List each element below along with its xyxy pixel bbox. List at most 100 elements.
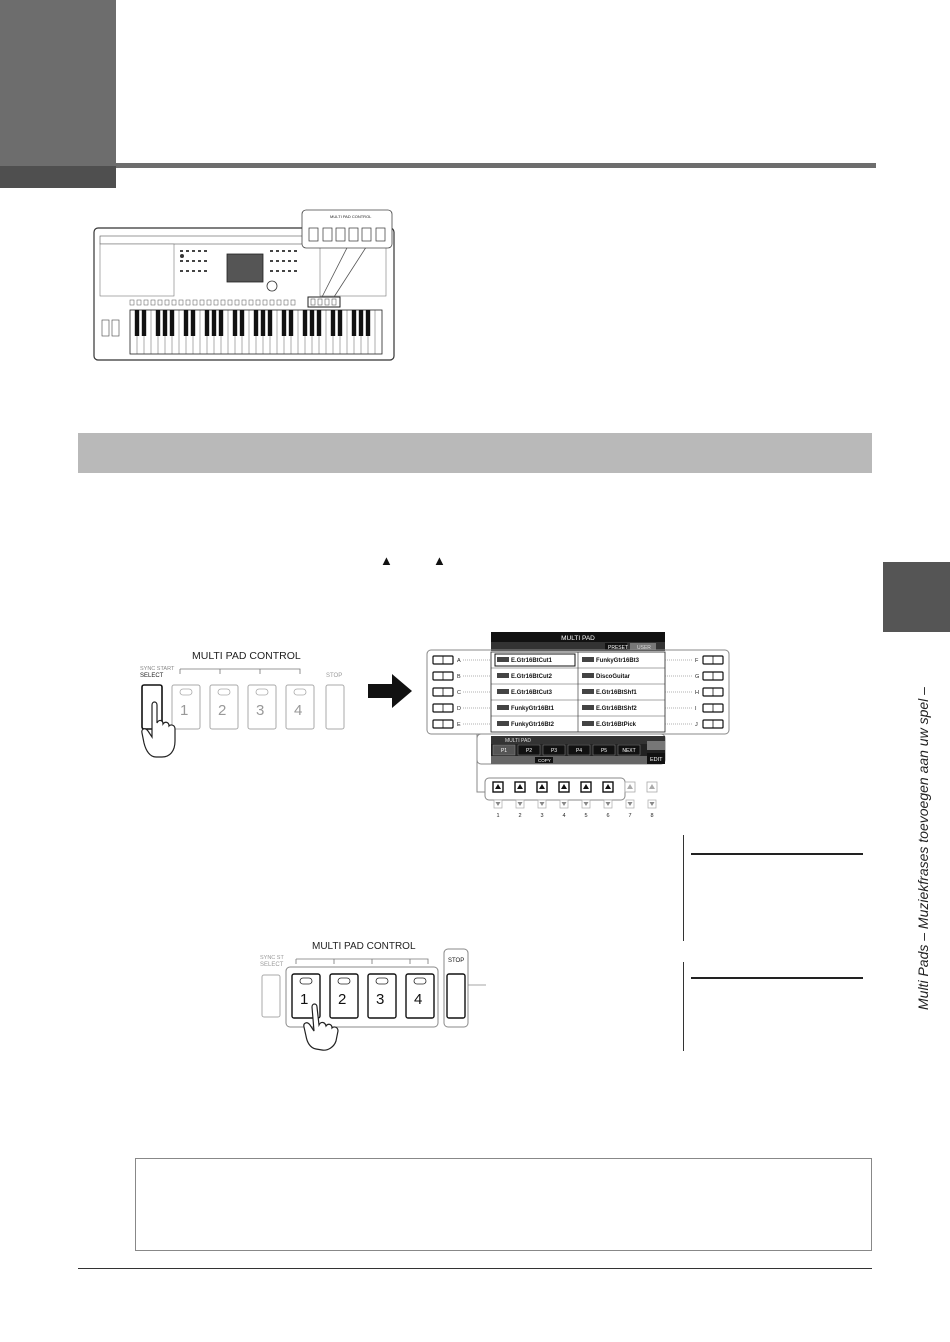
copy-label: COPY <box>538 758 551 763</box>
header-rule <box>116 163 876 168</box>
svg-text:4: 4 <box>294 702 302 719</box>
lcd-file-left-4[interactable]: FunkyGtr16Bt1 <box>497 705 555 712</box>
select-button[interactable] <box>261 974 281 1018</box>
lcd-page-tab-p4[interactable]: P4 <box>567 744 591 756</box>
lcd-letter-label: F <box>695 658 699 664</box>
lcd-bottom-button-2[interactable] <box>514 781 526 809</box>
svg-text:DiscoGuitar: DiscoGuitar <box>596 674 631 680</box>
edit-button[interactable] <box>647 753 665 764</box>
lcd-file-right-2[interactable]: DiscoGuitar <box>582 673 631 680</box>
lcd-bottom-button-1[interactable] <box>492 781 504 809</box>
svg-text:P2: P2 <box>526 748 532 754</box>
lcd-letter-label: H <box>695 690 699 696</box>
pad-4-button[interactable]: 4 <box>405 973 435 1019</box>
lcd-bottom-number: 1 <box>496 813 499 819</box>
lcd-bottom-button-3[interactable] <box>536 781 548 809</box>
svg-text:FunkyGtr16Bt3: FunkyGtr16Bt3 <box>596 658 640 664</box>
select-label: SELECT <box>140 673 164 679</box>
svg-text:P1: P1 <box>501 748 507 754</box>
lcd-file-right-1[interactable]: FunkyGtr16Bt3 <box>582 657 640 664</box>
note-rule <box>691 853 863 855</box>
lcd-letter-label: I <box>695 706 697 712</box>
lcd-file-right-4[interactable]: E.Gtr16BtShf2 <box>582 705 637 712</box>
lcd-bottom-button-5[interactable] <box>580 781 592 809</box>
lcd-page-tab-next[interactable]: NEXT <box>617 744 641 756</box>
lcd-letter-label: J <box>695 722 698 728</box>
svg-text:E.Gtr16BtCut3: E.Gtr16BtCut3 <box>511 690 553 696</box>
multi-pad-panel-select: MULTI PAD CONTROL SYNC START SELECT 1 2 … <box>140 650 345 758</box>
stop-button[interactable] <box>446 973 466 1019</box>
stop-button[interactable] <box>325 684 345 730</box>
lcd-side-button-g[interactable]: G <box>665 671 724 681</box>
lcd-file-right-3[interactable]: E.Gtr16BtShf1 <box>582 689 637 696</box>
sync-start-label: SYNC ST <box>260 955 284 961</box>
lcd-page-tab-p2[interactable]: P2 <box>517 744 541 756</box>
lcd-side-button-e[interactable]: E <box>432 719 491 729</box>
svg-text:USER: USER <box>637 645 651 651</box>
lcd-file-left-5[interactable]: FunkyGtr16Bt2 <box>497 721 555 728</box>
lcd-bottom-number: 4 <box>562 813 565 819</box>
lcd-bottom-number: 7 <box>628 813 631 819</box>
svg-text:EDIT: EDIT <box>650 757 663 763</box>
up-triangle-icon: ▲ <box>380 553 393 568</box>
tab-user[interactable] <box>630 643 656 650</box>
lcd-side-button-f[interactable]: F <box>665 655 724 665</box>
select-label: SELECT <box>260 962 284 968</box>
pad-2-button[interactable]: 2 <box>209 684 239 730</box>
lcd-side-button-b[interactable]: B <box>432 671 491 681</box>
lcd-side-button-c[interactable]: C <box>432 687 491 697</box>
svg-text:3: 3 <box>376 991 384 1008</box>
lcd-bottom-button-4[interactable] <box>558 781 570 809</box>
panel-title: MULTI PAD CONTROL <box>192 650 301 662</box>
right-arrow-icon <box>368 674 412 708</box>
svg-text:E.Gtr16BtShf1: E.Gtr16BtShf1 <box>596 690 637 696</box>
lcd-bottom-number: 6 <box>606 813 609 819</box>
lcd-bottom-button-8[interactable] <box>646 781 658 809</box>
pad-3-button[interactable]: 3 <box>367 973 397 1019</box>
lcd-bottom-number: 2 <box>518 813 521 819</box>
lcd-letter-label: B <box>457 674 461 680</box>
lcd-side-button-d[interactable]: D <box>432 703 491 713</box>
lcd-file-left-3[interactable]: E.Gtr16BtCut3 <box>497 689 553 696</box>
lcd-file-right-5[interactable]: E.Gtr16BtPick <box>582 721 637 728</box>
svg-text:E.Gtr16BtShf2: E.Gtr16BtShf2 <box>596 706 637 712</box>
note-rule <box>691 977 863 979</box>
tab-preset[interactable] <box>605 643 627 650</box>
multi-pad-panel-play: MULTI PAD CONTROL SYNC ST SELECT 1 2 3 4… <box>260 941 486 1051</box>
lcd-page-tab-p3[interactable]: P3 <box>542 744 566 756</box>
chapter-block-lower <box>0 166 116 188</box>
up-triangle-icon: ▲ <box>433 553 446 568</box>
stop-label: STOP <box>448 958 464 964</box>
footer-rule <box>78 1268 872 1269</box>
lcd-page-tab-p5[interactable]: P5 <box>592 744 616 756</box>
lcd-file-left-2[interactable]: E.Gtr16BtCut2 <box>497 673 553 680</box>
lcd-side-button-i[interactable]: I <box>665 703 724 713</box>
lcd-bottom-number: 5 <box>584 813 587 819</box>
lcd-side-button-j[interactable]: J <box>665 719 724 729</box>
svg-text:1: 1 <box>300 991 308 1008</box>
svg-text:NEXT: NEXT <box>622 748 635 754</box>
lcd-file-left-1[interactable]: E.Gtr16BtCut1 <box>497 657 553 664</box>
svg-text:P5: P5 <box>601 748 607 754</box>
pad-1-button[interactable]: 1 <box>171 684 201 730</box>
svg-text:P4: P4 <box>576 748 582 754</box>
pad-2-button[interactable]: 2 <box>329 973 359 1019</box>
lcd-side-button-h[interactable]: H <box>665 687 724 697</box>
lcd-side-button-a[interactable]: A <box>432 655 491 665</box>
lcd-bottom-button-7[interactable] <box>624 781 636 809</box>
panel-title: MULTI PAD CONTROL <box>312 941 416 952</box>
pad-4-button[interactable]: 4 <box>285 684 315 730</box>
svg-text:3: 3 <box>256 702 264 719</box>
lcd-letter-label: E <box>457 722 461 728</box>
lcd-bottom-button-6[interactable] <box>602 781 614 809</box>
lcd-page-tab-p1[interactable]: P1 <box>492 744 516 756</box>
stop-label: STOP <box>326 673 342 679</box>
lcd-sub-label: MULTI PAD <box>505 738 531 744</box>
sync-start-label: SYNC START <box>140 666 175 672</box>
pad-3-button[interactable]: 3 <box>247 684 277 730</box>
hand-pointer-icon <box>141 701 176 758</box>
multi-pad-lcd-screen: MULTI PAD PRESET USER A B CD E F G H I J E.Gtr1… <box>426 632 730 819</box>
svg-text:PRESET: PRESET <box>608 645 628 651</box>
svg-text:E.Gtr16BtCut1: E.Gtr16BtCut1 <box>511 658 553 664</box>
note-divider <box>683 962 684 1051</box>
